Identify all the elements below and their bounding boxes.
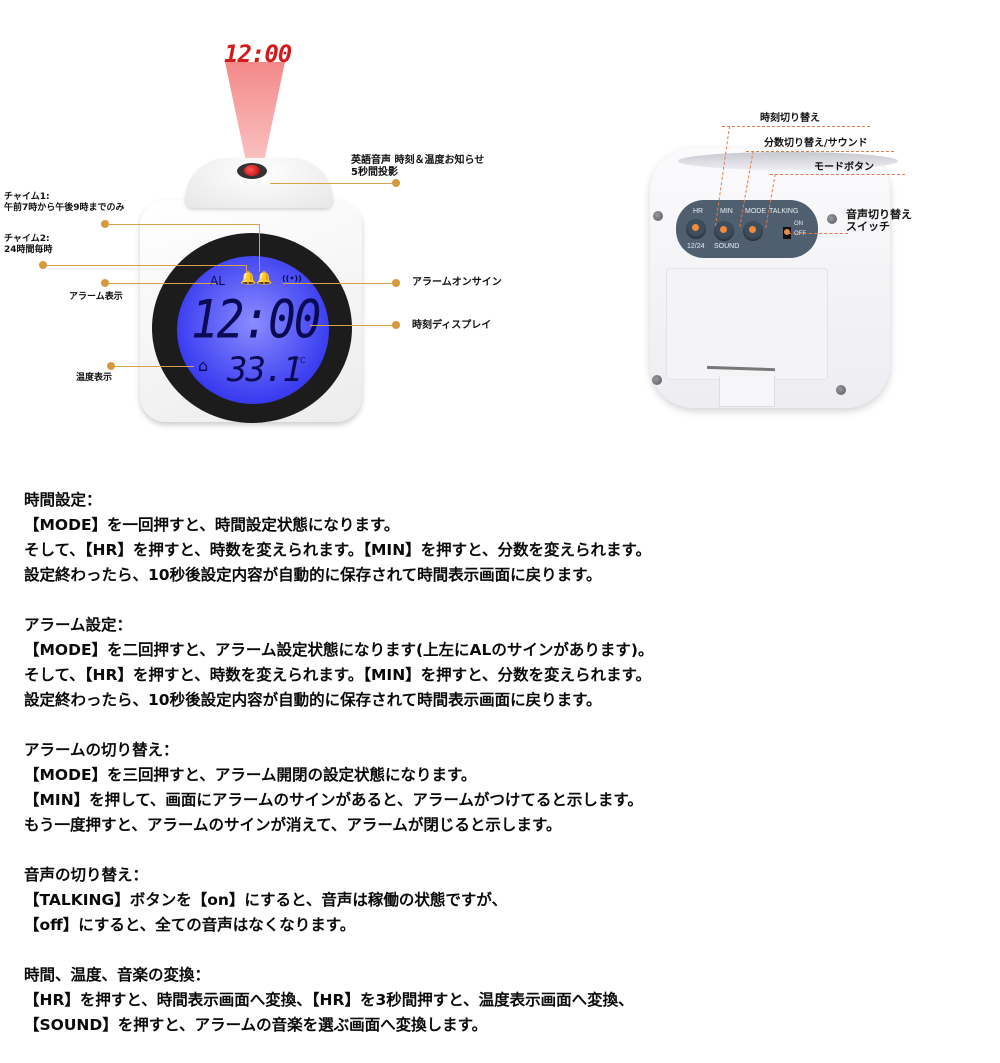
leader-line	[259, 224, 260, 272]
section-alarm-setting: アラーム設定： 【MODE】を二回押すと、アラーム設定状態になります(上左にAL…	[24, 613, 984, 713]
min-label: MIN	[720, 208, 733, 215]
hr-sub-label: 12/24	[687, 243, 705, 250]
instruction-line: 【MIN】を押して、画面にアラームのサインがあると、アラームがつけてると示します…	[24, 791, 643, 809]
hr-label: HR	[693, 208, 704, 215]
lcd-temperature: 33.1	[227, 350, 303, 390]
section-time-setting: 時間設定： 【MODE】を一回押すと、時間設定状態になります。 そして、【HR】…	[24, 488, 984, 588]
house-thermometer-icon: ⌂	[198, 356, 209, 375]
section-title: アラーム設定：	[24, 616, 133, 634]
off-label: OFF	[794, 231, 806, 237]
hr-button[interactable]	[686, 219, 706, 239]
section-title: 時間設定：	[24, 491, 102, 509]
instruction-line: そして、【HR】を押すと、時数を変えられます。【MIN】を押すと、分数を変えられ…	[24, 541, 651, 559]
callout-mode-button: モードボタン	[814, 162, 874, 173]
section-title: 音声の切り替え：	[24, 866, 149, 884]
screw-hole	[652, 375, 662, 385]
instruction-line: 設定終わったら、10秒後設定内容が自動的に保存されて時間表示画面に戻ります。	[24, 691, 602, 709]
sound-label: SOUND	[714, 243, 740, 250]
instruction-line: 【MODE】を二回押すと、アラーム設定状態になります(上左にALのサインがありま…	[24, 641, 654, 659]
callout-chime1: チャイム1: 午前7時から午後9時までのみ	[4, 192, 125, 214]
leader-line	[112, 366, 194, 367]
battery-cover	[666, 268, 828, 380]
bell-icon: 🔔🔔	[240, 271, 273, 286]
callout-voice-switch: 音声切り替え スイッチ	[846, 209, 912, 233]
screw-hole	[836, 385, 846, 395]
temperature-unit: °C	[296, 356, 306, 365]
callout-line: チャイム1:	[4, 192, 50, 202]
instruction-line: 設定終わったら、10秒後設定内容が自動的に保存されて時間表示画面に戻ります。	[24, 566, 602, 584]
projected-time: 12:00	[224, 40, 292, 68]
mode-button[interactable]	[743, 221, 763, 241]
talking-switch[interactable]	[783, 227, 791, 239]
on-label: ON	[794, 221, 803, 227]
section-title: 時間、温度、音楽の変換：	[24, 966, 211, 984]
callout-minute-sound: 分数切り替え/サウンド	[764, 138, 868, 149]
leader-line	[788, 233, 848, 234]
callout-dot	[101, 220, 109, 228]
callout-line: チャイム2:	[4, 234, 50, 244]
instruction-line: 【MODE】を三回押すと、アラーム開閉の設定状態になります。	[24, 766, 477, 784]
callout-chime2: チャイム2: 24時間毎時	[4, 234, 53, 256]
callout-line: 音声切り替え	[846, 208, 912, 221]
min-button[interactable]	[714, 221, 734, 241]
instruction-line: 【HR】を押すと、時間表示画面へ変換、【HR】を3秒間押すと、温度表示画面へ変換…	[24, 991, 634, 1009]
screw-hole	[827, 214, 837, 224]
mode-label: MODE	[745, 208, 766, 215]
callout-alarm-display: アラーム表示	[69, 292, 123, 302]
instructions: 時間設定： 【MODE】を一回押すと、時間設定状態になります。 そして、【HR】…	[24, 488, 984, 1063]
leader-line	[106, 224, 259, 225]
screw-hole	[653, 211, 663, 221]
callout-line: スイッチ	[846, 220, 890, 233]
leader-line	[722, 126, 870, 127]
callout-line: 英語音声 時刻＆温度お知らせ	[351, 155, 485, 166]
callout-projection: 英語音声 時刻＆温度お知らせ 5秒間投影	[351, 155, 484, 179]
leader-line	[283, 283, 396, 284]
section-alarm-toggle: アラームの切り替え： 【MODE】を三回押すと、アラーム開閉の設定状態になります…	[24, 738, 984, 838]
talking-label: TALKING	[769, 208, 799, 215]
callout-alarm-on-sign: アラームオンサイン	[412, 277, 502, 288]
leader-line	[770, 174, 905, 175]
lcd-time: 12:00	[191, 287, 321, 351]
callout-dot	[392, 279, 400, 287]
callout-dot	[392, 179, 400, 187]
leader-line	[746, 151, 894, 152]
section-mode-conversion: 時間、温度、音楽の変換： 【HR】を押すと、時間表示画面へ変換、【HR】を3秒間…	[24, 963, 984, 1038]
callout-time-display: 時刻ディスプレイ	[412, 320, 492, 331]
callout-dot	[107, 362, 115, 370]
callout-line: 午前7時から午後9時までのみ	[4, 203, 125, 213]
callout-dot	[101, 279, 109, 287]
leader-line	[246, 265, 247, 273]
callout-dot	[392, 321, 400, 329]
leader-line	[44, 265, 246, 266]
projector-lens	[237, 163, 267, 179]
battery-tab	[719, 376, 775, 407]
leader-line	[270, 183, 395, 184]
instruction-line: 【SOUND】を押すと、アラームの音楽を選ぶ画面へ変換します。	[24, 1016, 488, 1034]
instruction-line: もう一度押すと、アラームのサインが消えて、アラームが閉じると示します。	[24, 816, 562, 834]
clock-back-top	[678, 152, 898, 170]
instruction-line: 【off】にすると、全ての音声はなくなります。	[24, 916, 356, 934]
leader-line	[310, 325, 396, 326]
leader-line	[106, 283, 216, 284]
lcd-display: AL 🔔🔔 ((•)) 12:00 ⌂ 33.1 °C	[177, 256, 329, 404]
callout-line: 5秒間投影	[351, 167, 398, 178]
callout-temperature-display: 温度表示	[76, 373, 113, 383]
alarm-indicator: AL	[210, 274, 225, 288]
instruction-line: そして、【HR】を押すと、時数を変えられます。【MIN】を押すと、分数を変えられ…	[24, 666, 651, 684]
signal-icon: ((•))	[282, 274, 302, 283]
callout-dot	[39, 261, 47, 269]
projection-beam	[225, 62, 285, 170]
instruction-line: 【MODE】を一回押すと、時間設定状態になります。	[24, 516, 400, 534]
section-voice-toggle: 音声の切り替え： 【TALKING】ボタンを【on】にすると、音声は稼働の状態で…	[24, 863, 984, 938]
instruction-line: 【TALKING】ボタンを【on】にすると、音声は稼働の状態ですが、	[24, 891, 508, 909]
callout-hour-switch: 時刻切り替え	[760, 113, 820, 124]
section-title: アラームの切り替え：	[24, 741, 179, 759]
callout-line: 24時間毎時	[4, 245, 53, 255]
